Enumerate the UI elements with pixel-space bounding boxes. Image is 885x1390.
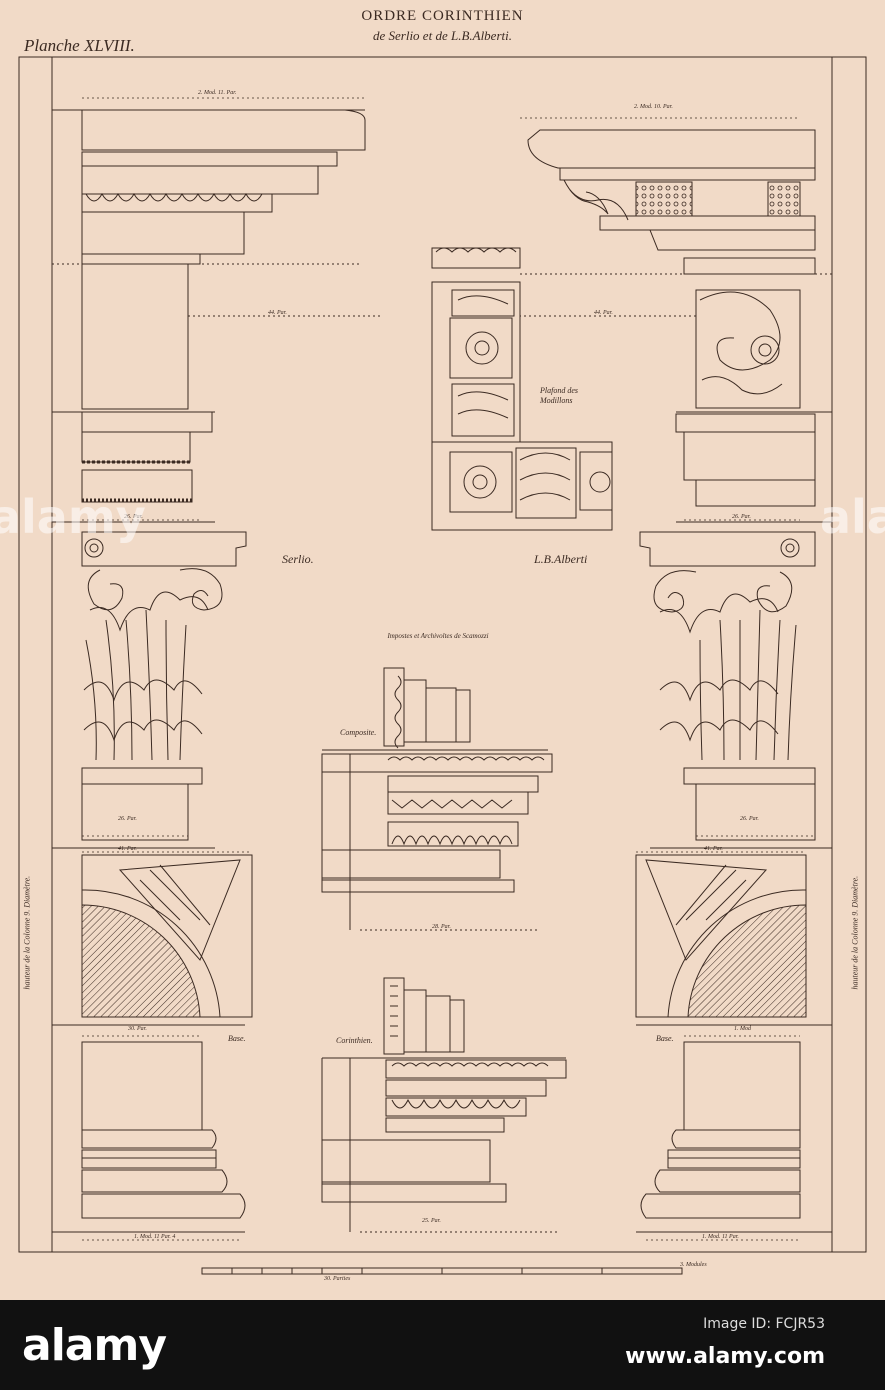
scale-label: 30. Parties	[324, 1276, 351, 1282]
composite-label: Composite.	[340, 728, 377, 737]
dim-26-a: 26. Par.	[124, 514, 143, 520]
stock-footer: alamy Image ID: FCJR53 www.alamy.com	[0, 1300, 885, 1390]
alberti-capital	[639, 531, 832, 849]
serlio-label: Serlio.	[282, 552, 314, 566]
base-right-label: Base.	[656, 1034, 674, 1043]
dim-28: 28. Par.	[432, 924, 451, 930]
dim-base-right: 1. Mod. 11 Par.	[702, 1234, 739, 1240]
dim-44-right: 44. Par.	[594, 310, 613, 316]
serlio-entablature	[52, 109, 380, 410]
dim-mod-right: 1. Mod	[734, 1026, 751, 1032]
watermark: alamy	[0, 490, 146, 544]
alberti-base	[636, 1041, 832, 1233]
serlio-base	[52, 1041, 246, 1233]
plate: ORDRE CORINTHIEN de Serlio et de L.B.Alb…	[18, 8, 867, 1282]
architectural-drawing	[18, 56, 867, 1275]
dim-30: 30. Par.	[128, 1026, 147, 1032]
scale-end-label: 3. Modules	[680, 1262, 707, 1268]
alberti-plan	[635, 854, 832, 1026]
hauteur-left-label: hauteur de la Colonne 9. Diamètre.	[22, 875, 32, 990]
impostes-label: Impostes et Archivoltes de Scamozzi	[387, 632, 489, 640]
dim-top-right: 2. Mod. 10. Par.	[634, 104, 673, 110]
alberti-entablature	[520, 129, 832, 275]
serlio-architrave	[52, 411, 215, 523]
alberti-frieze	[520, 289, 801, 409]
alberti-architrave	[675, 411, 832, 523]
hauteur-right-label: hauteur de la Colonne 9. Diamètre.	[850, 875, 860, 990]
planche-number: Planche XLVIII.	[24, 36, 135, 55]
scale-bar	[201, 1267, 683, 1275]
watermark: alamy	[820, 490, 885, 544]
dim-26-d: 26. Par.	[740, 816, 759, 822]
corinthien-impost	[321, 977, 567, 1233]
dim-41-right: 41. Par.	[704, 846, 723, 852]
site-url: www.alamy.com	[625, 1344, 825, 1369]
alberti-label: L.B.Alberti	[534, 552, 588, 566]
plate-frame	[18, 56, 867, 1253]
dim-base-left: 1. Mod. 11 Par. 4	[134, 1234, 176, 1240]
plate-subtitle: de Serlio et de L.B.Alberti.	[372, 28, 512, 43]
image-id: Image ID: FCJR53	[703, 1316, 825, 1332]
dim-top-left: 2. Mod. 11. Par.	[198, 90, 237, 96]
brand-logo: alamy	[22, 1320, 167, 1371]
serlio-dentils	[85, 192, 263, 202]
serlio-capital	[52, 531, 247, 849]
dim-26-b: 26. Par.	[732, 514, 751, 520]
footer-bar	[0, 1300, 885, 1390]
plafond-label: Plafond des Modillons	[540, 386, 578, 405]
plafond-modillons	[431, 247, 613, 531]
base-left-label: Base.	[228, 1034, 246, 1043]
dim-26-c: 26. Par.	[118, 816, 137, 822]
corinthien-label: Corinthien.	[336, 1036, 373, 1045]
dim-25: 25. Par.	[422, 1218, 441, 1224]
composite-impost	[321, 667, 553, 931]
serlio-plan	[52, 854, 253, 1026]
plate-title: ORDRE CORINTHIEN	[361, 8, 524, 24]
dim-41-left: 41. Par.	[118, 846, 137, 852]
dim-44-left: 44. Par.	[268, 310, 287, 316]
